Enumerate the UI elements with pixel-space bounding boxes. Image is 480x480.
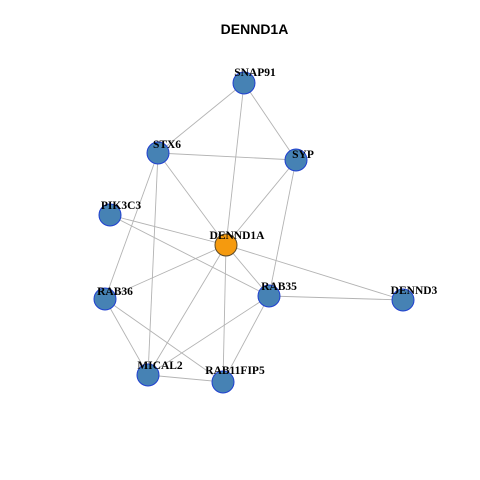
edge-snap91-dennd1a [225,82,245,246]
edge-rab35-rab11fip5 [222,295,270,383]
edge-dennd1a-mical2 [147,244,227,376]
node-syp [284,148,308,172]
node-snap91 [232,71,256,95]
edge-mical2-rab11fip5 [147,374,224,383]
node-dennd3 [391,288,415,312]
edge-dennd1a-rab11fip5 [222,244,227,383]
node-label-rab36: RAB36 [97,286,133,298]
edge-rab36-mical2 [104,298,149,376]
edge-dennd1a-dennd3 [225,244,404,301]
node-label-dennd3: DENND3 [391,285,438,297]
edge-rab36-rab11fip5 [104,298,224,383]
edge-pik3c3-dennd1a [109,214,227,246]
edge-rab35-mical2 [147,295,270,376]
node-label-rab35: RAB35 [261,281,297,293]
diagram-title: DENND1A [220,21,289,37]
edge-syp-rab35 [268,159,297,297]
node-rab36 [93,287,117,311]
edge-syp-dennd1a [225,159,297,246]
edge-pik3c3-rab35 [109,214,270,297]
node-rab11fip5 [211,370,235,394]
edge-stx6-syp [157,152,297,161]
edge-snap91-stx6 [157,82,245,154]
node-dennd1a [214,233,238,257]
node-label-pik3c3: PIK3C3 [101,200,142,212]
node-label-rab11fip5: RAB11FIP5 [205,365,265,377]
node-label-dennd1a: DENND1A [210,230,266,242]
node-mical2 [136,363,160,387]
node-rab35 [257,284,281,308]
node-label-stx6: STX6 [153,139,181,151]
node-stx6 [146,141,170,165]
node-label-snap91: SNAP91 [234,67,276,79]
edge-stx6-mical2 [147,152,159,376]
node-pik3c3 [98,203,122,227]
node-label-syp: SYP [292,149,314,161]
edge-rab35-dennd3 [268,295,404,301]
node-label-mical2: MICAL2 [137,360,183,372]
edge-dennd1a-rab36 [104,244,227,300]
edge-stx6-dennd1a [157,152,227,246]
nodes-layer [93,71,415,394]
edge-snap91-syp [243,82,297,161]
